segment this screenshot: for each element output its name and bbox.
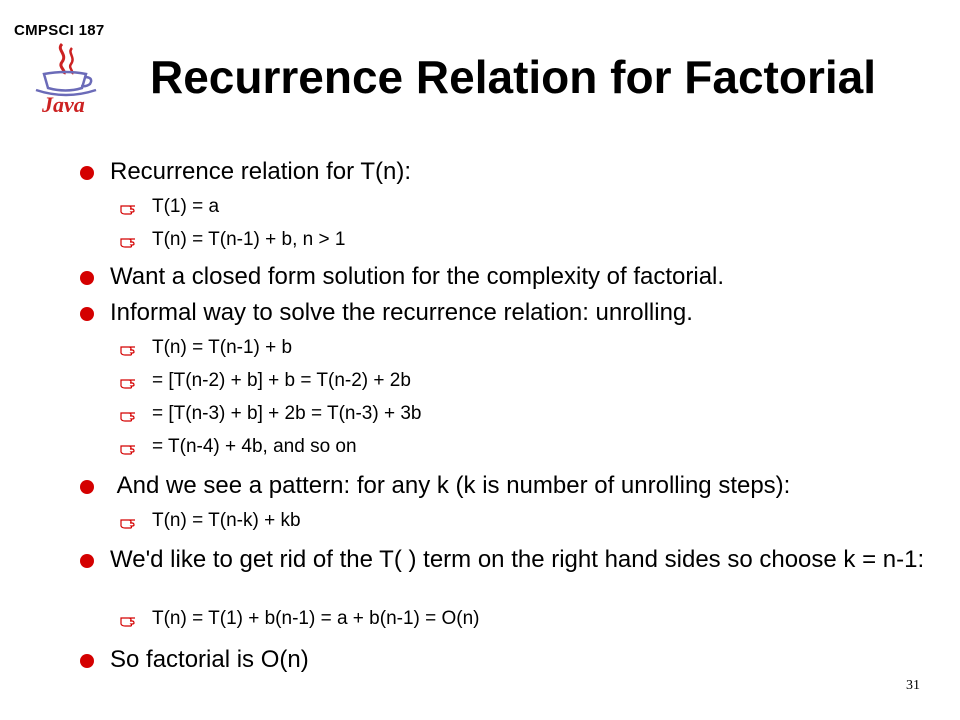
bullet-text: T(1) = a (152, 196, 220, 217)
pointing-hand-icon (120, 407, 136, 422)
bullet-text: Want a closed form solution for the comp… (110, 263, 725, 290)
sub-bullet-item: T(1) = a (120, 196, 932, 218)
bullet-text: We'd like to get rid of the T( ) term on… (110, 546, 925, 573)
sub-bullet-item: = [T(n-3) + b] + 2b = T(n-3) + 3b (120, 403, 932, 425)
bullet-item: Recurrence relation for T(n): (80, 157, 940, 186)
pointing-hand-icon (120, 341, 136, 356)
bullet-item: Informal way to solve the recurrence rel… (80, 298, 940, 327)
bullet-text: T(n) = T(1) + b(n-1) = a + b(n-1) = O(n) (152, 608, 480, 629)
bullet-text: T(n) = T(n-k) + kb (152, 510, 301, 531)
bullet-item: Want a closed form solution for the comp… (80, 262, 940, 291)
bullet-dot-icon (80, 654, 94, 668)
pointing-hand-icon (120, 440, 136, 455)
bullet-text: Recurrence relation for T(n): (110, 158, 412, 185)
pointing-hand-icon (120, 374, 136, 389)
bullet-item: So factorial is O(n) (80, 645, 940, 674)
pointing-hand-icon (120, 200, 136, 215)
pointing-hand-icon (120, 612, 136, 627)
sub-bullet-item: = T(n-4) + 4b, and so on (120, 436, 932, 458)
sub-bullet-item: T(n) = T(n-1) + b (120, 337, 932, 359)
java-wordmark: Java (41, 92, 85, 116)
bullet-item: We'd like to get rid of the T( ) term on… (80, 545, 940, 574)
bullet-dot-icon (80, 271, 94, 285)
course-label: CMPSCI 187 (14, 22, 105, 39)
page-number: 31 (906, 678, 920, 693)
java-logo: Java (26, 40, 106, 117)
pointing-hand-icon (120, 233, 136, 248)
sub-bullet-item: = [T(n-2) + b] + b = T(n-2) + 2b (120, 370, 932, 392)
bullet-dot-icon (80, 166, 94, 180)
bullet-text: T(n) = T(n-1) + b (152, 337, 293, 358)
pointing-hand-icon (120, 514, 136, 529)
bullet-text: T(n) = T(n-1) + b, n > 1 (152, 229, 346, 250)
bullet-dot-icon (80, 307, 94, 321)
bullet-dot-icon (80, 480, 94, 494)
bullet-text: = [T(n-3) + b] + 2b = T(n-3) + 3b (152, 403, 422, 424)
page-title: Recurrence Relation for Factorial (150, 51, 876, 103)
bullet-dot-icon (80, 554, 94, 568)
bullet-text: = [T(n-2) + b] + b = T(n-2) + 2b (152, 370, 411, 391)
bullet-item: And we see a pattern: for any k (k is nu… (80, 471, 940, 500)
sub-bullet-item: T(n) = T(1) + b(n-1) = a + b(n-1) = O(n) (120, 608, 932, 630)
sub-bullet-item: T(n) = T(n-k) + kb (120, 510, 932, 532)
bullet-text: = T(n-4) + 4b, and so on (152, 436, 357, 457)
java-coffee-cup-icon: Java (35, 42, 97, 117)
bullet-text: Informal way to solve the recurrence rel… (110, 299, 693, 326)
bullet-text: And we see a pattern: for any k (k is nu… (110, 472, 791, 499)
sub-bullet-item: T(n) = T(n-1) + b, n > 1 (120, 229, 932, 251)
bullet-text: So factorial is O(n) (110, 646, 309, 673)
